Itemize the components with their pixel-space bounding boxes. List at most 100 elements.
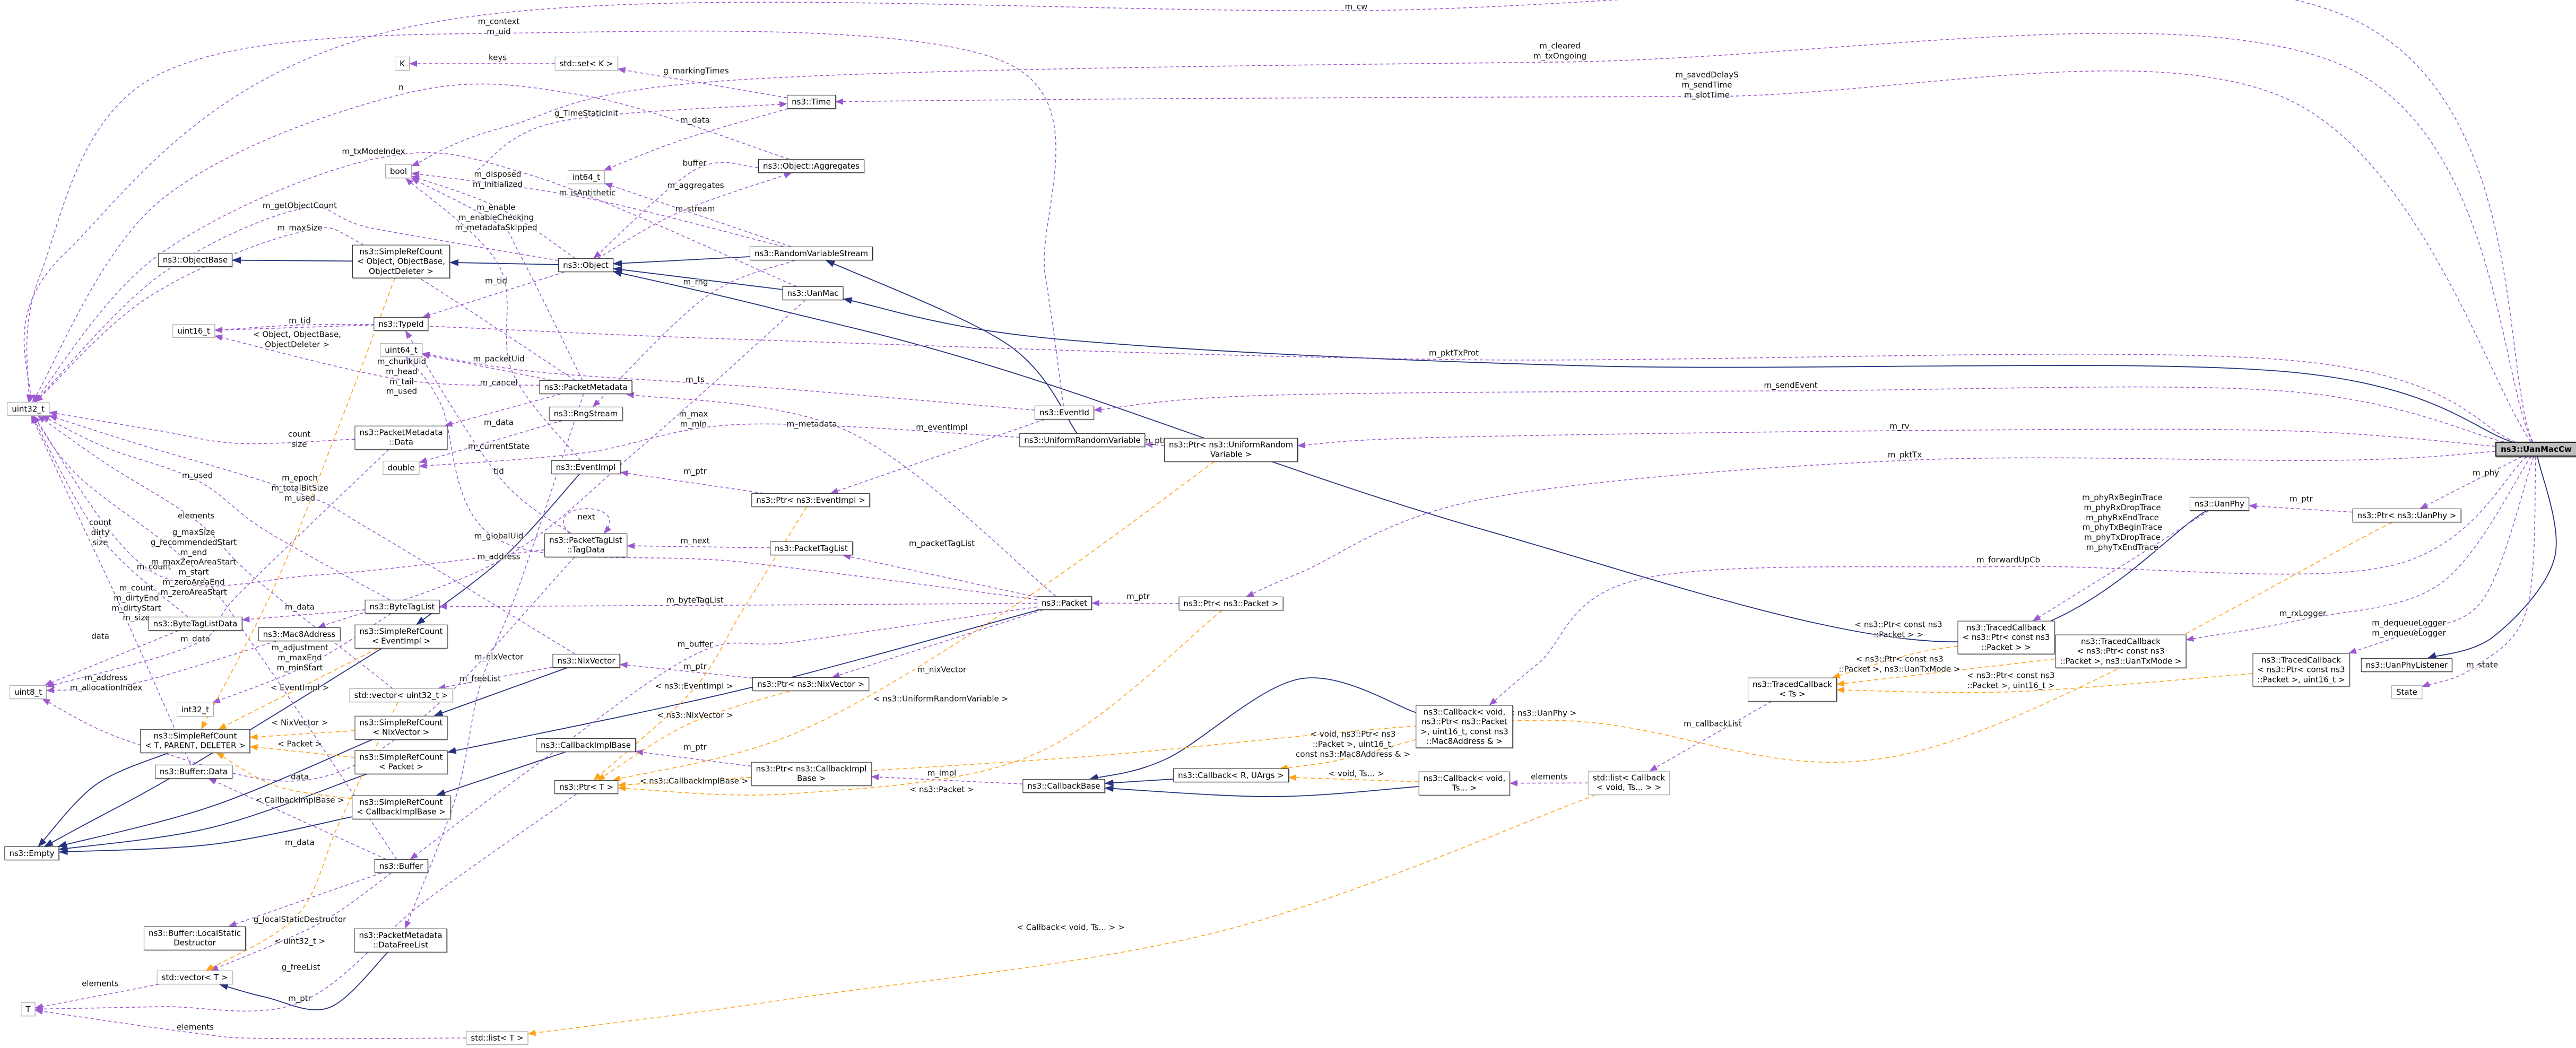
node-vec_u32[interactable]: std::vector< uint32_t >: [349, 688, 453, 703]
node-src_t[interactable]: ns3::SimpleRefCount < T, PARENT, DELETER…: [140, 729, 250, 753]
edge-rvs-object: [613, 256, 750, 267]
edge-nixvector-src_nix: [433, 667, 568, 717]
edge-packetmetadata-uint64: [422, 352, 552, 381]
edge-uanphy-tc_pkt: [2032, 510, 2209, 622]
edge-buffer-vec_t: [210, 872, 392, 971]
node-uint8[interactable]: uint8_t: [10, 685, 47, 700]
edge-mac8-uint8: [46, 641, 276, 694]
node-tc_ts[interactable]: ns3::TracedCallback < Ts >: [1748, 677, 1837, 702]
node-callbackbase[interactable]: ns3::CallbackBase: [1022, 779, 1105, 793]
node-K[interactable]: K: [395, 56, 410, 71]
edge-rvs-bool: [411, 171, 784, 247]
edge-tagdata-uint8: [42, 556, 575, 782]
node-packet[interactable]: ns3::Packet: [1036, 596, 1092, 610]
node-src_cbib[interactable]: ns3::SimpleRefCount < CallbackImplBase >: [352, 795, 450, 819]
edge-nixvector-vec_u32: [437, 667, 553, 691]
node-packettaglist[interactable]: ns3::PacketTagList: [770, 541, 853, 556]
node-mac8[interactable]: ns3::Mac8Address: [258, 627, 341, 642]
node-packetmetadata[interactable]: ns3::PacketMetadata: [539, 380, 632, 395]
node-typeid[interactable]: ns3::TypeId: [374, 317, 429, 331]
node-uanphy[interactable]: ns3::UanPhy: [2189, 496, 2250, 511]
edge-object-aggregates: [597, 172, 792, 259]
edge-packet-bytetaglist: [439, 602, 1037, 610]
edge-bytetaglistdata-uint8: [44, 630, 179, 686]
edge-cb_fwd-callbackbase: [1089, 677, 1416, 781]
node-tc_pkt[interactable]: ns3::TracedCallback < ns3::Ptr< const ns…: [1957, 621, 2055, 654]
edge-packet-src_packet: [447, 609, 1039, 754]
node-list_cb[interactable]: std::list< Callback < void, Ts... > >: [1588, 771, 1670, 795]
edge-packet-ptr_nix: [831, 609, 1043, 678]
node-time[interactable]: ns3::Time: [787, 94, 836, 109]
edge-ptr_uanphy-uanphy: [2249, 503, 2353, 513]
node-objectbase[interactable]: ns3::ObjectBase: [158, 252, 233, 267]
node-int64[interactable]: int64_t: [567, 170, 605, 185]
edge-cb_void-callbackbase: [1104, 785, 1419, 797]
node-empty[interactable]: ns3::Empty: [4, 846, 59, 861]
node-listener[interactable]: ns3::UanPhyListener: [2361, 658, 2453, 673]
edge-list_cb-list_t: [527, 794, 1597, 1036]
node-bytetaglistdata[interactable]: ns3::ByteTagListData: [148, 616, 242, 631]
edge-ptr_eventimpl-eventimpl: [620, 470, 764, 494]
node-aggregates[interactable]: ns3::Object::Aggregates: [758, 159, 864, 173]
edge-src_eventimpl-empty: [44, 648, 382, 847]
node-ptr_packet[interactable]: ns3::Ptr< ns3::Packet >: [1178, 596, 1283, 611]
node-eventid[interactable]: ns3::EventId: [1035, 405, 1094, 420]
node-list_t[interactable]: std::list< T >: [466, 1030, 528, 1045]
node-datafreelist[interactable]: ns3::PacketMetadata ::DataFreeList: [354, 928, 447, 953]
node-uanmaccw[interactable]: ns3::UanMacCw: [2495, 441, 2576, 457]
node-int32[interactable]: int32_t: [176, 702, 214, 717]
node-cbimplbase[interactable]: ns3::CallbackImplBase: [536, 738, 636, 753]
edge-packet-buffer: [410, 606, 1037, 860]
node-pmd_data[interactable]: ns3::PacketMetadata ::Data: [354, 425, 448, 450]
node-ptr_t[interactable]: ns3::Ptr< T >: [554, 780, 618, 794]
node-uint16[interactable]: uint16_t: [172, 324, 215, 338]
edge-eventid-uint64: [422, 351, 1035, 411]
node-eventimpl[interactable]: ns3::EventImpl: [551, 460, 621, 475]
edge-packetmetadata-uint16: [214, 334, 540, 386]
node-setK[interactable]: std::set< K >: [554, 56, 618, 71]
node-bufferdata[interactable]: ns3::Buffer::Data: [154, 764, 233, 779]
node-state[interactable]: State: [2391, 685, 2422, 700]
edge-static-time: [477, 101, 787, 170]
edge-ptr_cbimpl-cbimplbase: [635, 749, 751, 767]
node-ptr_uanphy[interactable]: ns3::Ptr< ns3::UanPhy >: [2352, 508, 2461, 523]
node-double[interactable]: double: [383, 460, 420, 475]
node-cb_r[interactable]: ns3::Callback< R, UArgs >: [1173, 768, 1289, 783]
node-tc_mode[interactable]: ns3::TracedCallback < ns3::Ptr< const ns…: [2055, 634, 2187, 668]
node-uanmac[interactable]: ns3::UanMac: [782, 286, 844, 301]
node-urv[interactable]: ns3::UniformRandomVariable: [1019, 433, 1146, 448]
edge-uanmaccw-state: [2422, 456, 2536, 687]
node-localstatic[interactable]: ns3::Buffer::LocalStatic Destructor: [143, 926, 246, 950]
node-rvs[interactable]: ns3::RandomVariableStream: [749, 246, 873, 261]
edge-aggregates-uint32: [32, 83, 790, 403]
node-object[interactable]: ns3::Object: [558, 258, 613, 273]
node-uint64[interactable]: uint64_t: [380, 343, 422, 357]
node-cb_fwd[interactable]: ns3::Callback< void, ns3::Ptr< ns3::Pack…: [1416, 705, 1513, 748]
node-ptr_urv[interactable]: ns3::Ptr< ns3::UniformRandom Variable >: [1164, 438, 1298, 462]
node-ptr_nix[interactable]: ns3::Ptr< ns3::NixVector >: [752, 677, 869, 692]
node-src_obj[interactable]: ns3::SimpleRefCount < Object, ObjectBase…: [352, 244, 450, 278]
edge-buffer-localstatic: [228, 872, 382, 927]
node-uint32[interactable]: uint32_t: [7, 401, 49, 416]
node-vec_t[interactable]: std::vector< T >: [157, 970, 233, 985]
edge-uanmaccw-ptr_uanphy: [2419, 456, 2522, 509]
node-buffer[interactable]: ns3::Buffer: [374, 859, 428, 874]
node-bytetaglist[interactable]: ns3::ByteTagList: [365, 599, 440, 614]
node-ptr_cbimpl[interactable]: ns3::Ptr< ns3::CallbackImpl Base >: [751, 762, 872, 786]
edge-packetmetadata-bool: [411, 178, 583, 381]
node-tc_u16[interactable]: ns3::TracedCallback < ns3::Ptr< const ns…: [2252, 653, 2350, 687]
edge-src_obj-src_t: [201, 278, 395, 730]
edge-ptr_packet-ptr_t: [618, 610, 1222, 796]
node-tagdata[interactable]: ns3::PacketTagList ::TagData: [544, 533, 627, 557]
node-ptr_eventimpl[interactable]: ns3::Ptr< ns3::EventImpl >: [751, 493, 870, 508]
node-nixvector[interactable]: ns3::NixVector: [552, 653, 620, 668]
node-T[interactable]: T: [21, 1002, 36, 1017]
edge-cbimplbase-src_cbib: [436, 752, 566, 796]
node-bool[interactable]: bool: [385, 164, 412, 179]
edge-object-uint32: [34, 206, 559, 403]
node-rngstream[interactable]: ns3::RngStream: [549, 406, 623, 421]
node-cb_void[interactable]: ns3::Callback< void, Ts... >: [1418, 771, 1511, 796]
node-src_packet[interactable]: ns3::SimpleRefCount < Packet >: [354, 750, 448, 774]
node-src_nix[interactable]: ns3::SimpleRefCount < NixVector >: [354, 715, 448, 740]
node-src_eventimpl[interactable]: ns3::SimpleRefCount < EventImpl >: [354, 624, 448, 649]
